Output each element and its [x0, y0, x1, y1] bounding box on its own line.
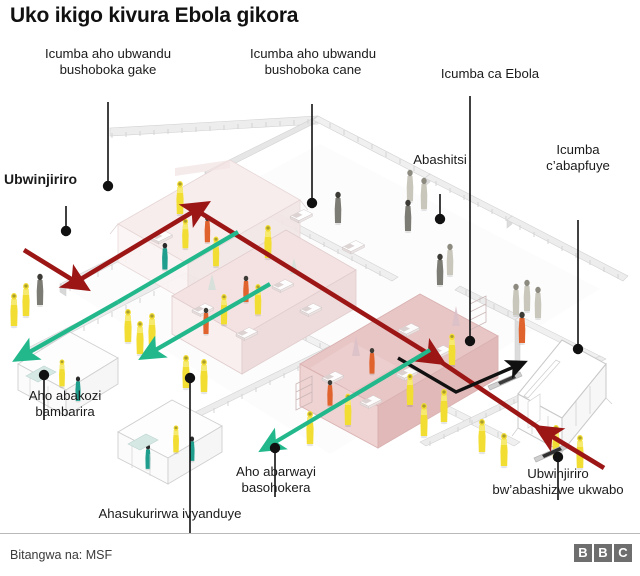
flow-arrow-red-deceased — [430, 354, 606, 470]
page-title: Uko ikigo kivura Ebola gikora — [10, 4, 299, 27]
dot-entrance — [60, 225, 72, 237]
bbc-letter-1: B — [574, 544, 592, 562]
leader-lines — [43, 96, 579, 534]
camp-svg — [10, 96, 629, 534]
dot-patient-exit — [269, 442, 281, 454]
label-high-risk-room: Icumba aho ubwandu bushoboka cane — [249, 46, 377, 77]
leader-dots — [38, 180, 584, 463]
tent-laundry — [117, 399, 223, 485]
dot-body-exit — [552, 451, 564, 463]
dot-mortuary — [572, 343, 584, 355]
stretcher-body-entrance — [533, 443, 569, 463]
bbc-letter-3: C — [614, 544, 632, 562]
camp-illustration — [0, 34, 640, 534]
bbc-letter-2: B — [594, 544, 612, 562]
label-low-risk-room: Icumba aho ubwandu bushoboka gake — [44, 46, 172, 77]
label-laundry: Ahasukurirwa ivyanduye — [98, 506, 242, 521]
dot-ebola-ward — [464, 335, 476, 347]
label-visitors: Abashitsi — [413, 152, 467, 167]
dot-laundry — [184, 372, 196, 384]
dot-low-risk — [102, 180, 114, 192]
label-ebola-ward: Icumba ca Ebola — [440, 66, 540, 81]
bbc-logo: B B C — [574, 544, 632, 562]
tent-high-risk — [171, 229, 357, 375]
label-body-exit: Ubwinjiriro bw’abashizwe ukwabo — [492, 466, 624, 497]
dot-staff-dressing — [38, 369, 50, 381]
footer: Bitangwa na: MSF B B C — [0, 533, 640, 576]
dot-visitors — [434, 213, 446, 225]
dot-high-risk — [306, 197, 318, 209]
label-staff-dressing: Aho abakozi bambarira — [28, 388, 102, 419]
flow-arrow-black-mortuary — [397, 356, 528, 394]
label-entrance: Ubwinjiriro — [4, 171, 78, 187]
source-credit: Bitangwa na: MSF — [10, 548, 113, 562]
flow-arrow-green-out — [12, 230, 432, 453]
label-patient-exit: Aho abarwayi basohokera — [236, 464, 316, 495]
label-mortuary: Icumba c’abapfuye — [546, 142, 610, 173]
